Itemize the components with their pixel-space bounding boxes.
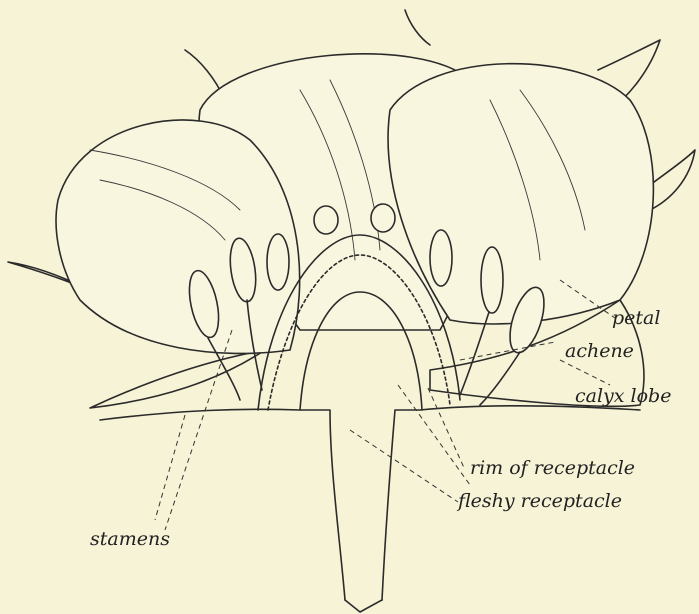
label-stamens: stamens	[90, 530, 170, 549]
label-achene: achene	[565, 342, 634, 361]
stem-cut	[345, 600, 382, 612]
label-petal: petal	[612, 309, 660, 328]
stamen-anther-3	[267, 234, 289, 290]
stamen-anther-4	[314, 206, 338, 234]
leader-calyx	[560, 360, 610, 385]
label-rim-of-receptacle: rim of receptacle	[470, 459, 635, 478]
stamen-anther-6	[430, 230, 452, 286]
stem-left-edge	[100, 409, 345, 600]
label-fleshy-receptacle: fleshy receptacle	[458, 492, 622, 511]
petals	[56, 54, 653, 354]
calyx-tip-top	[405, 10, 430, 45]
label-calyx-lobe: calyx lobe	[575, 387, 671, 406]
stamen-anther-7	[481, 247, 503, 313]
petal-left	[56, 120, 300, 353]
left-calyx-lobe-lower	[90, 350, 265, 408]
leader-stamens-2	[165, 330, 232, 530]
right-calyx-tip-mid	[650, 150, 695, 210]
stamen-anther-5	[371, 204, 395, 232]
leader-fleshy	[350, 430, 458, 502]
stamen-filament-7	[460, 312, 489, 395]
leader-stamens-1	[155, 415, 185, 520]
